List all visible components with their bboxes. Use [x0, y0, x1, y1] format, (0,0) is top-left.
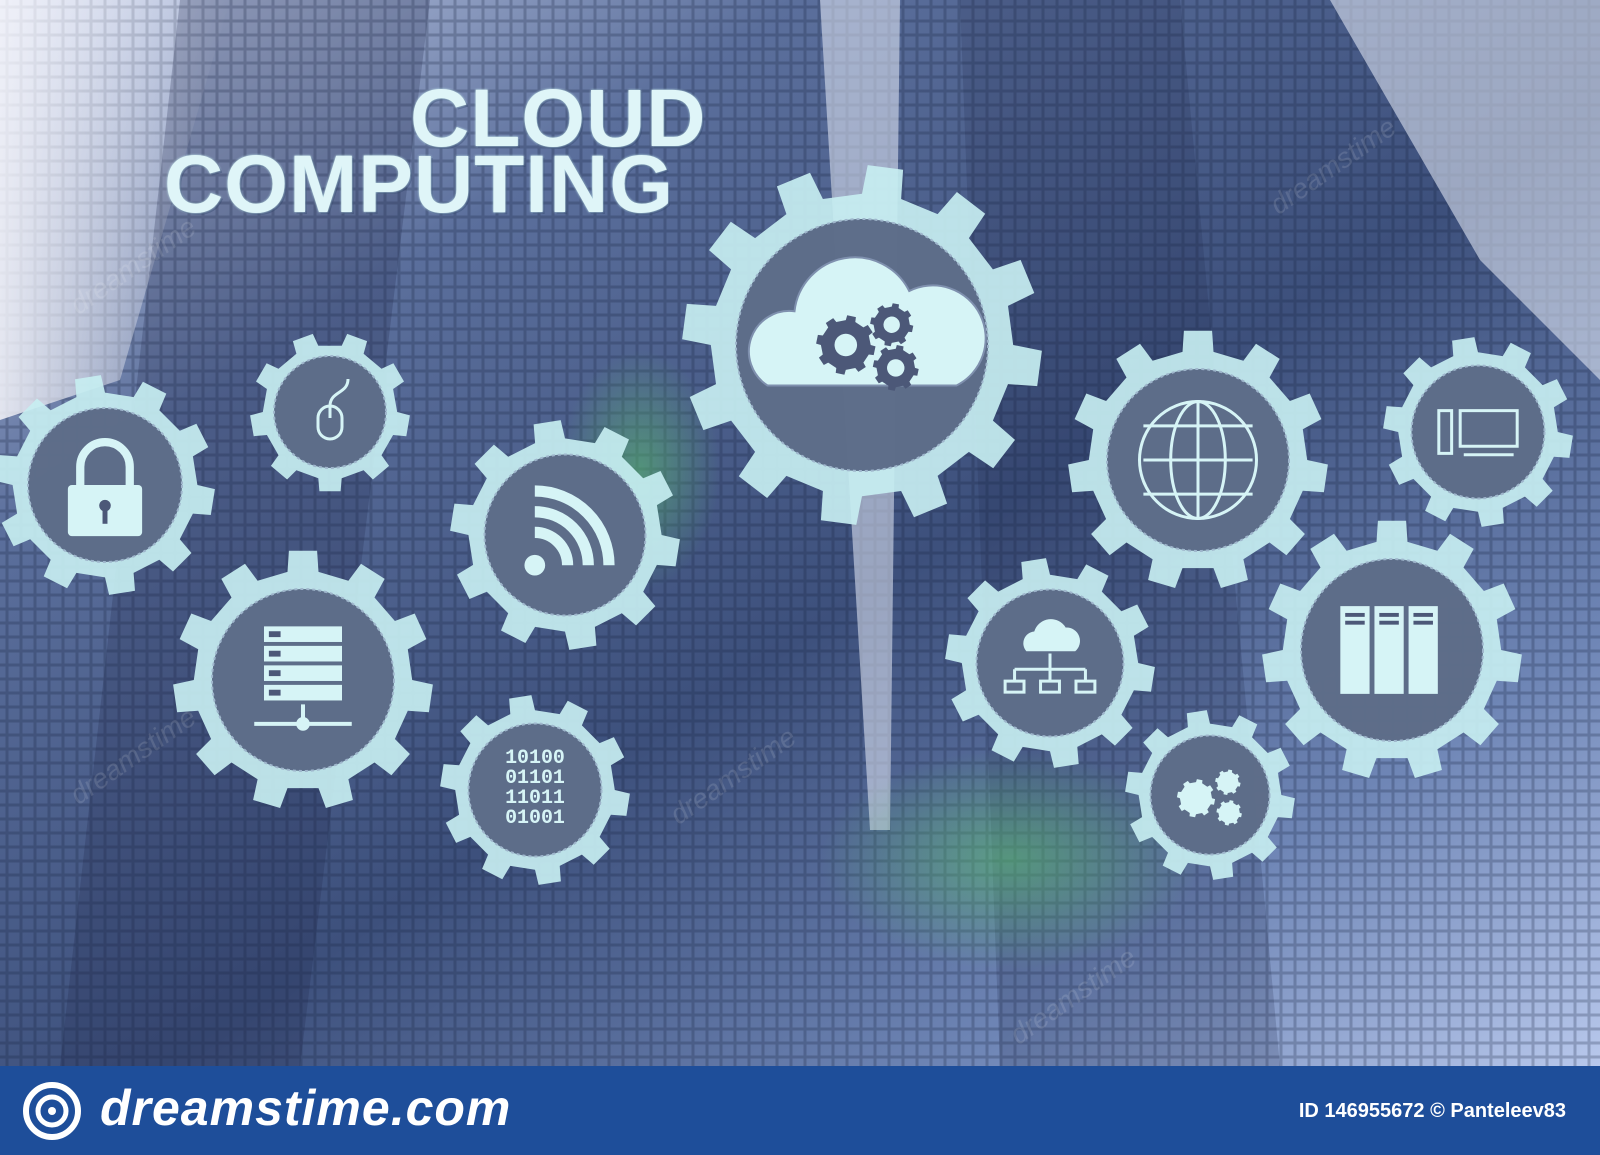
globe-gear — [1068, 330, 1328, 588]
cloud-network-icon — [1003, 619, 1097, 694]
wifi-gear — [450, 420, 680, 650]
cloud-network-gear — [945, 558, 1155, 768]
server-network-icon — [254, 626, 352, 731]
svg-text:01001: 01001 — [505, 806, 565, 829]
computer-gear — [1383, 337, 1573, 527]
cloud-gears-gear — [682, 165, 1042, 525]
mouse-icon — [316, 378, 350, 441]
server-racks-icon — [1340, 606, 1438, 694]
image-id-credit: ID 146955672 © Panteleev83 — [1298, 1100, 1566, 1122]
gears-icon — [1176, 769, 1242, 826]
svg-text:10100: 10100 — [505, 746, 565, 769]
server-network-gear — [173, 550, 433, 808]
lock-gear — [0, 375, 215, 595]
lock-icon — [67, 438, 143, 537]
svg-text:11011: 11011 — [505, 786, 565, 809]
computer-icon — [1437, 409, 1519, 457]
headline-line-1: CLOUD — [410, 73, 707, 164]
globe-icon — [1138, 400, 1258, 520]
dreamstime-logo-icon — [23, 1082, 81, 1140]
brand-name[interactable]: dreamstime.com — [100, 1080, 512, 1136]
wifi-icon — [524, 485, 615, 576]
svg-text:01101: 01101 — [505, 766, 565, 789]
cloud-gears-icon — [747, 256, 987, 391]
server-racks-gear — [1262, 520, 1522, 778]
mouse-gear — [250, 333, 410, 492]
headline-line-2: COMPUTING — [164, 139, 675, 230]
footer-bar: dreamstime.com ID 146955672 © Panteleev8… — [0, 1066, 1600, 1155]
gears-gear — [1125, 710, 1295, 880]
